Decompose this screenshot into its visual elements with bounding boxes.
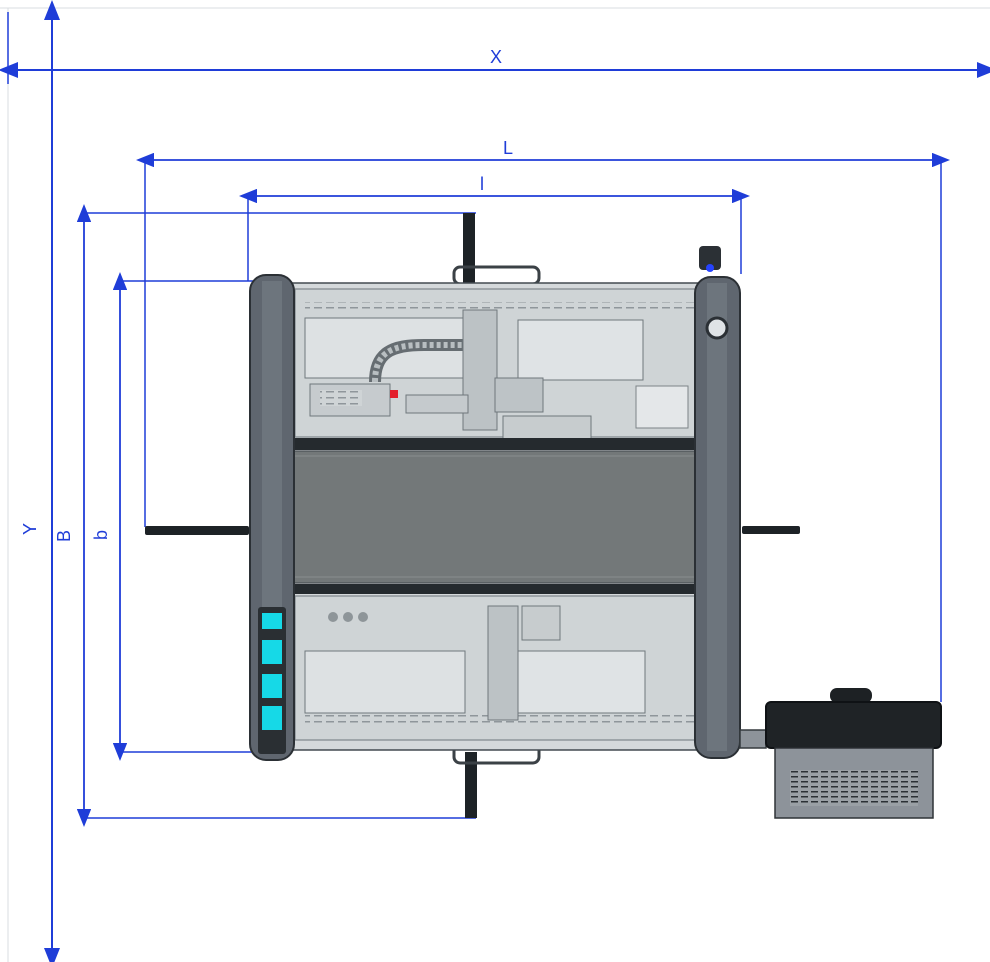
dimension-l-large: L [136, 138, 950, 702]
dimension-x-label: X [490, 47, 502, 67]
top-mechanism [294, 288, 696, 442]
left-indicator-2 [262, 640, 282, 664]
dimension-l-small: l [239, 174, 750, 281]
right-rail-knob [705, 316, 729, 340]
right-shaft [742, 526, 800, 534]
dimension-y-label: Y [20, 523, 40, 535]
central-conveyor [288, 438, 703, 594]
dimension-b-small: b [91, 272, 253, 761]
top-shaft [463, 213, 475, 285]
left-indicator-4 [262, 706, 282, 730]
left-shaft [145, 526, 249, 535]
dimension-l-large-label: L [503, 138, 513, 158]
bottom-shaft [465, 752, 477, 818]
right-frame-rail [694, 246, 741, 759]
dimension-b-small-label: b [91, 530, 111, 540]
dimension-l-small-label: l [480, 174, 484, 194]
left-frame-rail [249, 274, 295, 761]
dimension-b-large-label: B [54, 530, 74, 542]
left-indicator-3 [262, 674, 282, 698]
controller-box [765, 688, 942, 819]
dimension-b-large: B [54, 204, 476, 827]
controller-connector [739, 729, 767, 749]
bottom-mechanism [294, 595, 696, 741]
dimension-x: X [0, 12, 990, 84]
left-indicator-1 [262, 613, 282, 629]
machine-assembly [145, 213, 942, 819]
dimension-y: Y [20, 0, 60, 962]
